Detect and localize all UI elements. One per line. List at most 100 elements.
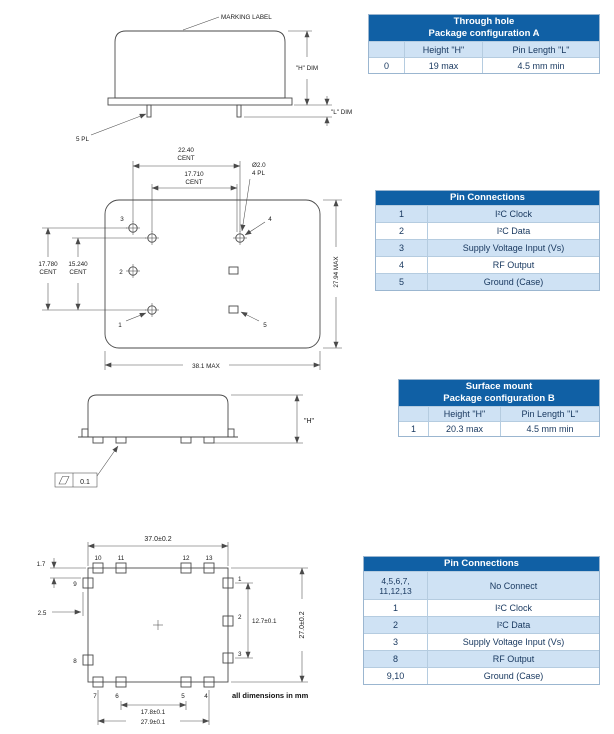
pin-1-leader	[125, 312, 147, 322]
table-row: 3 Supply Voltage Input (Vs)	[376, 239, 599, 256]
pad-label-12: 12	[182, 555, 190, 562]
smt-dim-h-group: "H"	[214, 394, 315, 444]
pad-9	[82, 577, 94, 589]
pad-label-1: 1	[238, 576, 242, 583]
dim-17-8-group: 17.8±0.1	[120, 701, 187, 716]
function-cell: I²C Clock	[428, 205, 599, 222]
table-row: 2 I²C Data	[376, 222, 599, 239]
config-b-blank-header	[399, 406, 429, 421]
smt-body-outline	[87, 567, 229, 683]
pad-8	[82, 654, 94, 666]
hole-places-value: 4 PL	[252, 170, 265, 177]
dim-27-94-value: 27.94 MAX	[333, 256, 340, 288]
package-bottom-outline	[104, 199, 321, 349]
table-row: 9,10 Ground (Case)	[364, 667, 599, 684]
pin-right	[236, 104, 242, 118]
hole-dia-callout: Ø2.0 4 PL	[240, 162, 266, 232]
index-pad-right-mid	[228, 266, 239, 275]
dim-27-94-group: 27.94 MAX	[323, 199, 342, 349]
pad-label-8: 8	[73, 658, 77, 665]
dim-37-0-group: 37.0±0.2	[87, 536, 229, 566]
pin-cell: 3	[364, 633, 428, 650]
config-a-pin-length-header: Pin Length "L"	[483, 41, 599, 57]
dimensions-note: all dimensions in mm	[232, 691, 309, 700]
config-a-blank-header	[369, 41, 405, 57]
table-row: 8 RF Output	[364, 650, 599, 667]
dim-15-240-cent: CENT	[69, 269, 86, 276]
function-cell: RF Output	[428, 256, 599, 273]
hole-dia-value: Ø2.0	[252, 162, 266, 169]
pad-1	[222, 577, 234, 589]
pin-cell: 2	[364, 616, 428, 633]
dim-2-5-value: 2.5	[38, 610, 47, 617]
pad-3	[222, 652, 234, 664]
hole-4	[233, 231, 247, 245]
pin-left	[146, 104, 152, 118]
hole-1	[145, 303, 159, 317]
dim-17-710-value: 17.710	[184, 171, 204, 178]
smt-package-outline	[87, 394, 229, 438]
function-cell: Supply Voltage Input (Vs)	[428, 633, 599, 650]
config-b-height-header: Height "H"	[429, 406, 501, 421]
pin-cell: 4	[376, 256, 428, 273]
pin-cell: 2	[376, 222, 428, 239]
dim-15-240-value: 15.240	[68, 261, 88, 268]
dim-17-780-group: 17.780 CENT	[38, 227, 146, 311]
pin-label-1: 1	[118, 322, 122, 329]
config-b-data-row: 1 20.3 max 4.5 mm min	[399, 421, 599, 436]
pad-12	[180, 562, 192, 574]
pad-label-10: 10	[94, 555, 102, 562]
function-cell: RF Output	[428, 650, 599, 667]
pin-5-leader	[240, 311, 260, 322]
surface-mount-config-table: Surface mount Package configuration B He…	[398, 379, 600, 437]
pad-label-7: 7	[93, 693, 97, 700]
h-dim-label: "H" DIM	[296, 65, 318, 72]
function-cell: Ground (Case)	[428, 667, 599, 684]
places-note: 5 PL	[76, 136, 89, 143]
smt-side-tab-right	[227, 428, 235, 438]
index-pad-5	[228, 305, 239, 314]
pad-4	[203, 676, 215, 688]
pad-11	[115, 562, 127, 574]
smt-foot	[115, 436, 127, 444]
table-row: 3 Supply Voltage Input (Vs)	[364, 633, 599, 650]
pin-cell: 8	[364, 650, 428, 667]
dim-38-1-group: 38.1 MAX	[104, 351, 321, 370]
flatness-callout: 0.1	[54, 445, 119, 488]
config-a-height-value: 19 max	[405, 57, 483, 73]
table-row: 4 RF Output	[376, 256, 599, 273]
pin-cell: 5	[376, 273, 428, 290]
pad-label-4: 4	[204, 693, 208, 700]
dim-12-7-value: 12.7±0.1	[252, 618, 277, 625]
through-hole-side-view: MARKING LABEL "H" DIM "L" DIM 5 PL	[76, 14, 352, 143]
config-a-title-line1: Through hole	[453, 16, 515, 27]
pin-cell: 1	[376, 205, 428, 222]
pad-label-2: 2	[238, 614, 242, 621]
dim-1-7-group: 1.7	[37, 558, 86, 588]
pin-cell: 3	[376, 239, 428, 256]
dim-h-group: "H" DIM	[288, 30, 332, 106]
pad-10	[92, 562, 104, 574]
dim-22-40-value: 22.40	[178, 147, 194, 154]
pad-7	[92, 676, 104, 688]
smt-side-view: "H" 0.1	[54, 394, 315, 488]
through-hole-bottom-view: 3 4 2 1 5 22.40 CENT 17.710 CENT	[38, 147, 342, 370]
pad-13	[203, 562, 215, 574]
config-b-height-value: 20.3 max	[429, 421, 501, 436]
table-row: 4,5,6,7, 11,12,13 No Connect	[364, 571, 599, 599]
function-cell: Ground (Case)	[428, 273, 599, 290]
dim-27-0-group: 27.0±0.2	[231, 567, 308, 683]
pad-6	[115, 676, 127, 688]
dim-17-710-group: 17.710 CENT	[151, 171, 238, 232]
dim-2-5-group: 2.5	[38, 592, 84, 617]
dim-38-1-value: 38.1 MAX	[192, 363, 220, 370]
marking-label-text: MARKING LABEL	[221, 14, 272, 21]
pin-4-leader	[244, 221, 266, 236]
dim-17-780-cent: CENT	[39, 269, 56, 276]
dim-17-8-value: 17.8±0.1	[141, 709, 166, 716]
dim-15-240-group: 15.240 CENT	[68, 237, 146, 311]
function-cell: I²C Data	[428, 222, 599, 239]
through-hole-config-table: Through hole Package configuration A Hei…	[368, 14, 600, 74]
smt-foot	[180, 436, 192, 444]
